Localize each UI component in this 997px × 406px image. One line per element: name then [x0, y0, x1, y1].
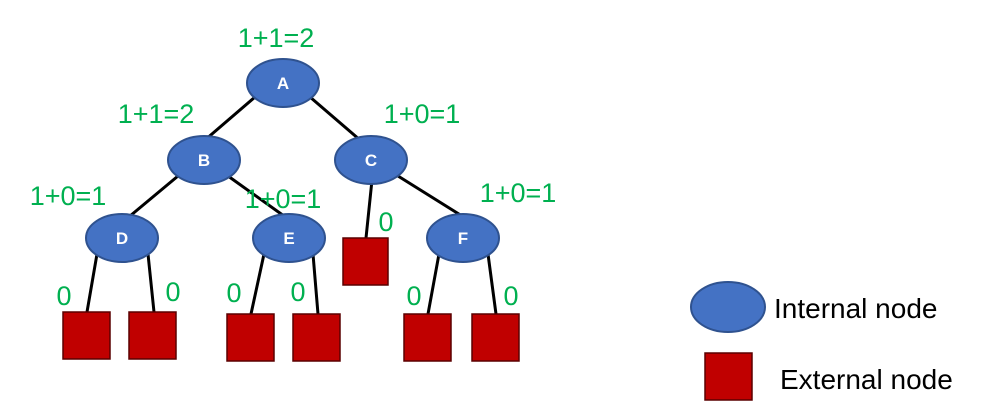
internal-node-e: E — [252, 213, 326, 263]
external-node-c-left — [342, 237, 389, 286]
value-label-ext-f-left: 0 — [406, 281, 421, 311]
edge-f-ext-left — [426, 252, 441, 316]
legend-internal-swatch — [690, 281, 766, 333]
value-label-ext-f-right: 0 — [503, 281, 518, 311]
external-node-d-left — [62, 311, 111, 360]
value-label-ext-d-right: 0 — [165, 277, 180, 307]
node-label-f: F — [458, 229, 468, 248]
external-node-e-left — [226, 313, 275, 362]
node-label-b: B — [198, 151, 210, 170]
value-label-e: 1+0=1 — [245, 184, 322, 214]
legend-external-label: External node — [780, 364, 953, 395]
node-label-e: E — [283, 229, 294, 248]
edge-f-ext-right — [486, 252, 498, 316]
edge-e-ext-right — [311, 252, 320, 316]
external-node-d-right — [128, 311, 177, 360]
internal-node-f: F — [426, 213, 500, 263]
legend-external-swatch — [704, 352, 753, 401]
node-label-c: C — [365, 151, 377, 170]
internal-node-a: A — [246, 58, 320, 108]
edge-b-d — [128, 174, 180, 218]
value-label-ext-e-left: 0 — [226, 278, 241, 308]
edge-c-f — [396, 174, 464, 218]
edge-d-ext-right — [146, 252, 156, 314]
value-label-ext-e-right: 0 — [290, 277, 305, 307]
node-label-d: D — [116, 229, 128, 248]
external-node-f-left — [403, 313, 452, 362]
value-label-b: 1+1=2 — [118, 99, 195, 129]
internal-node-b: B — [167, 135, 241, 185]
edge-d-ext-left — [85, 252, 99, 314]
legend: Internal node External node — [690, 281, 953, 401]
tree-edges — [85, 95, 498, 316]
internal-node-d: D — [85, 213, 159, 263]
internal-node-c: C — [334, 135, 408, 185]
external-node-e-right — [292, 313, 341, 362]
node-label-a: A — [277, 74, 289, 93]
edge-a-c — [308, 95, 362, 142]
external-node-f-right — [471, 313, 520, 362]
value-label-a: 1+1=2 — [238, 23, 315, 53]
edge-e-ext-left — [249, 252, 266, 316]
value-label-c: 1+0=1 — [384, 99, 461, 129]
value-label-ext-c-left: 0 — [378, 207, 393, 237]
edge-c-ext — [364, 178, 374, 240]
legend-internal-label: Internal node — [774, 293, 937, 324]
value-label-ext-d-left: 0 — [56, 281, 71, 311]
value-label-f: 1+0=1 — [480, 178, 557, 208]
value-label-d: 1+0=1 — [30, 181, 107, 211]
edge-b-e — [226, 174, 286, 218]
edge-a-b — [203, 95, 257, 142]
